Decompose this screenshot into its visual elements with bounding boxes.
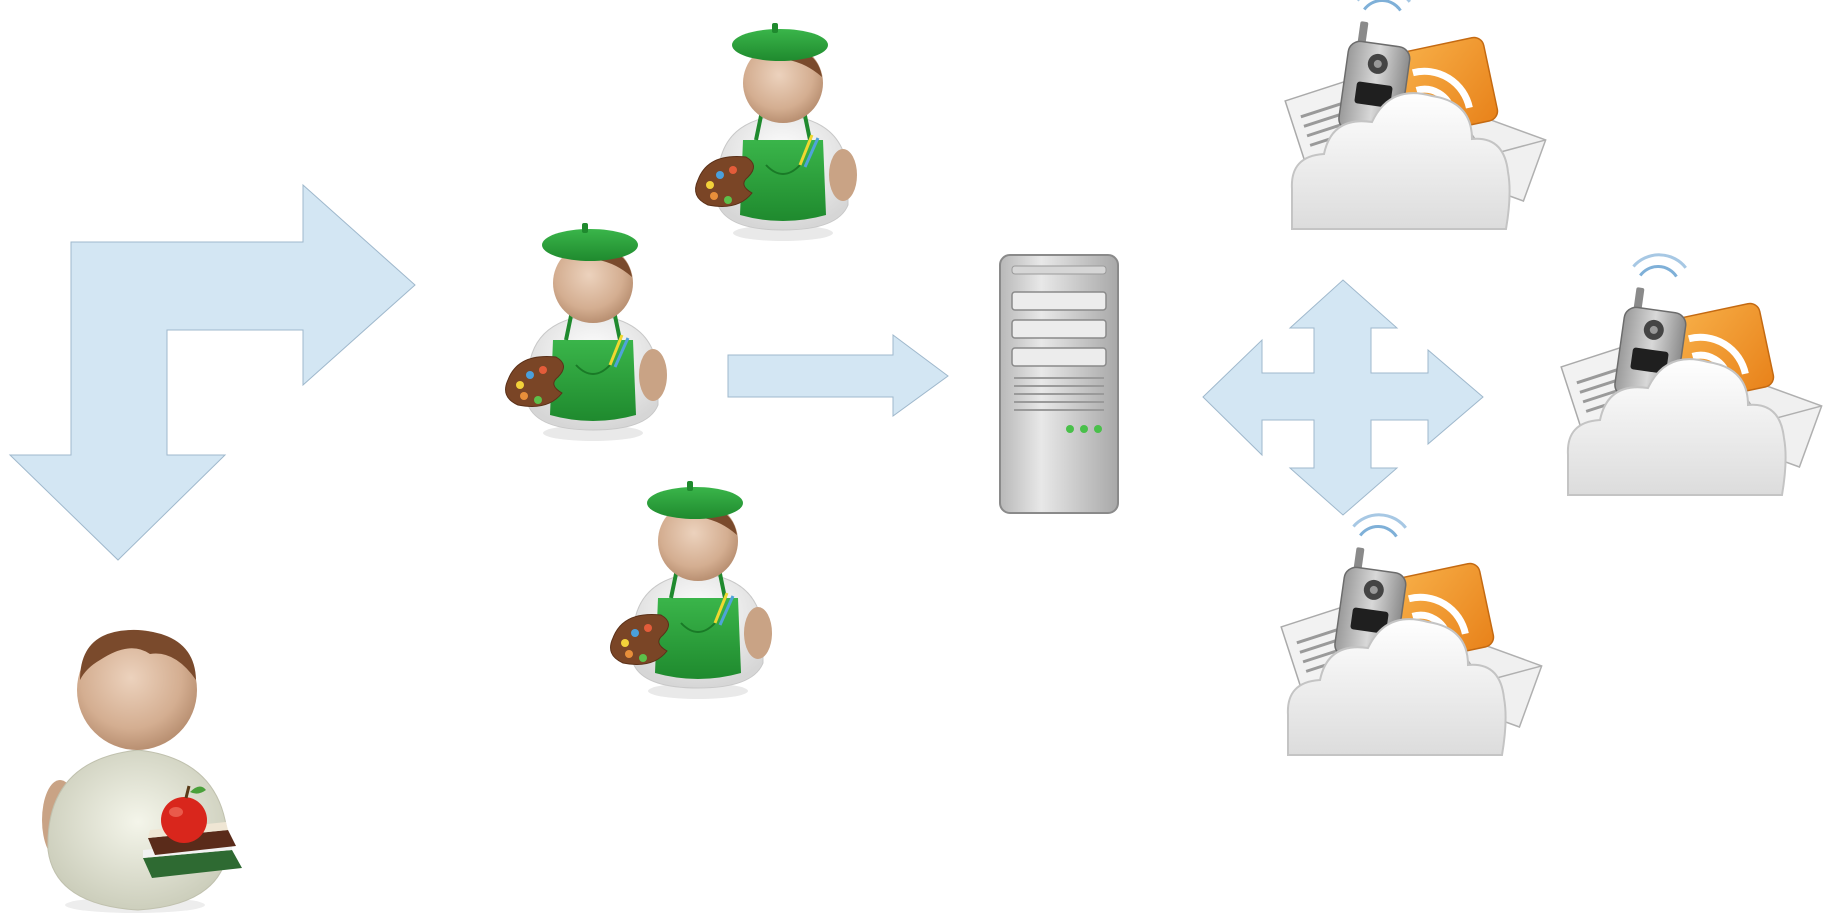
right-arrow xyxy=(727,334,949,417)
cloud-device-icon xyxy=(1285,0,1545,229)
student-artist-icon xyxy=(693,21,859,243)
server-icon xyxy=(999,254,1119,514)
four-way-arrow xyxy=(1202,279,1484,516)
student-artist-icon xyxy=(608,479,774,701)
cloud-device-icon xyxy=(1281,511,1541,755)
student-artist-icon xyxy=(503,221,669,443)
cloud-device-icon xyxy=(1561,251,1821,495)
elbow-arrow xyxy=(8,183,416,561)
teacher-icon xyxy=(42,629,242,913)
